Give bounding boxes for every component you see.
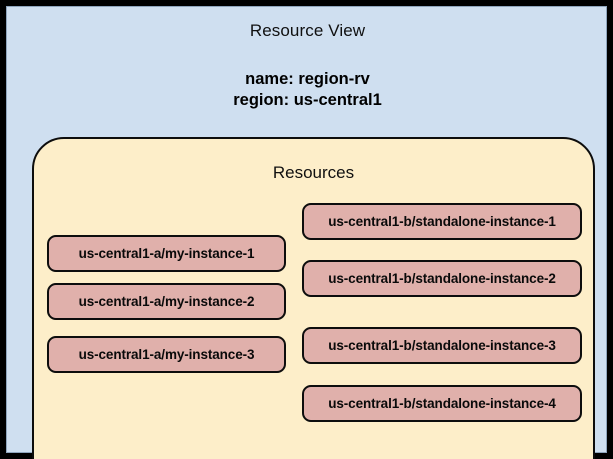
resource-chip-standalone-instance-1[interactable]: us-central1-b/standalone-instance-1 <box>302 203 582 240</box>
resource-chip-my-instance-3[interactable]: us-central1-a/my-instance-3 <box>47 336 286 373</box>
property-name: name: region-rv <box>245 70 370 88</box>
resource-chip-standalone-instance-3[interactable]: us-central1-b/standalone-instance-3 <box>302 327 582 364</box>
resource-chip-standalone-instance-2[interactable]: us-central1-b/standalone-instance-2 <box>302 260 582 297</box>
resource-chip-my-instance-2[interactable]: us-central1-a/my-instance-2 <box>47 283 286 320</box>
resources-container: Resources us-central1-a/my-instance-1 us… <box>32 137 595 459</box>
resources-group-label: Resources <box>272 163 355 182</box>
page-title: Resource View <box>249 21 366 40</box>
resource-chip-my-instance-1[interactable]: us-central1-a/my-instance-1 <box>47 235 286 272</box>
property-region: region: us-central1 <box>233 91 382 109</box>
resource-view-properties: name: region-rv region: us-central1 <box>7 69 608 111</box>
resource-view-panel: Resource View name: region-rv region: us… <box>6 6 608 459</box>
resource-chip-standalone-instance-4[interactable]: us-central1-b/standalone-instance-4 <box>302 385 582 422</box>
